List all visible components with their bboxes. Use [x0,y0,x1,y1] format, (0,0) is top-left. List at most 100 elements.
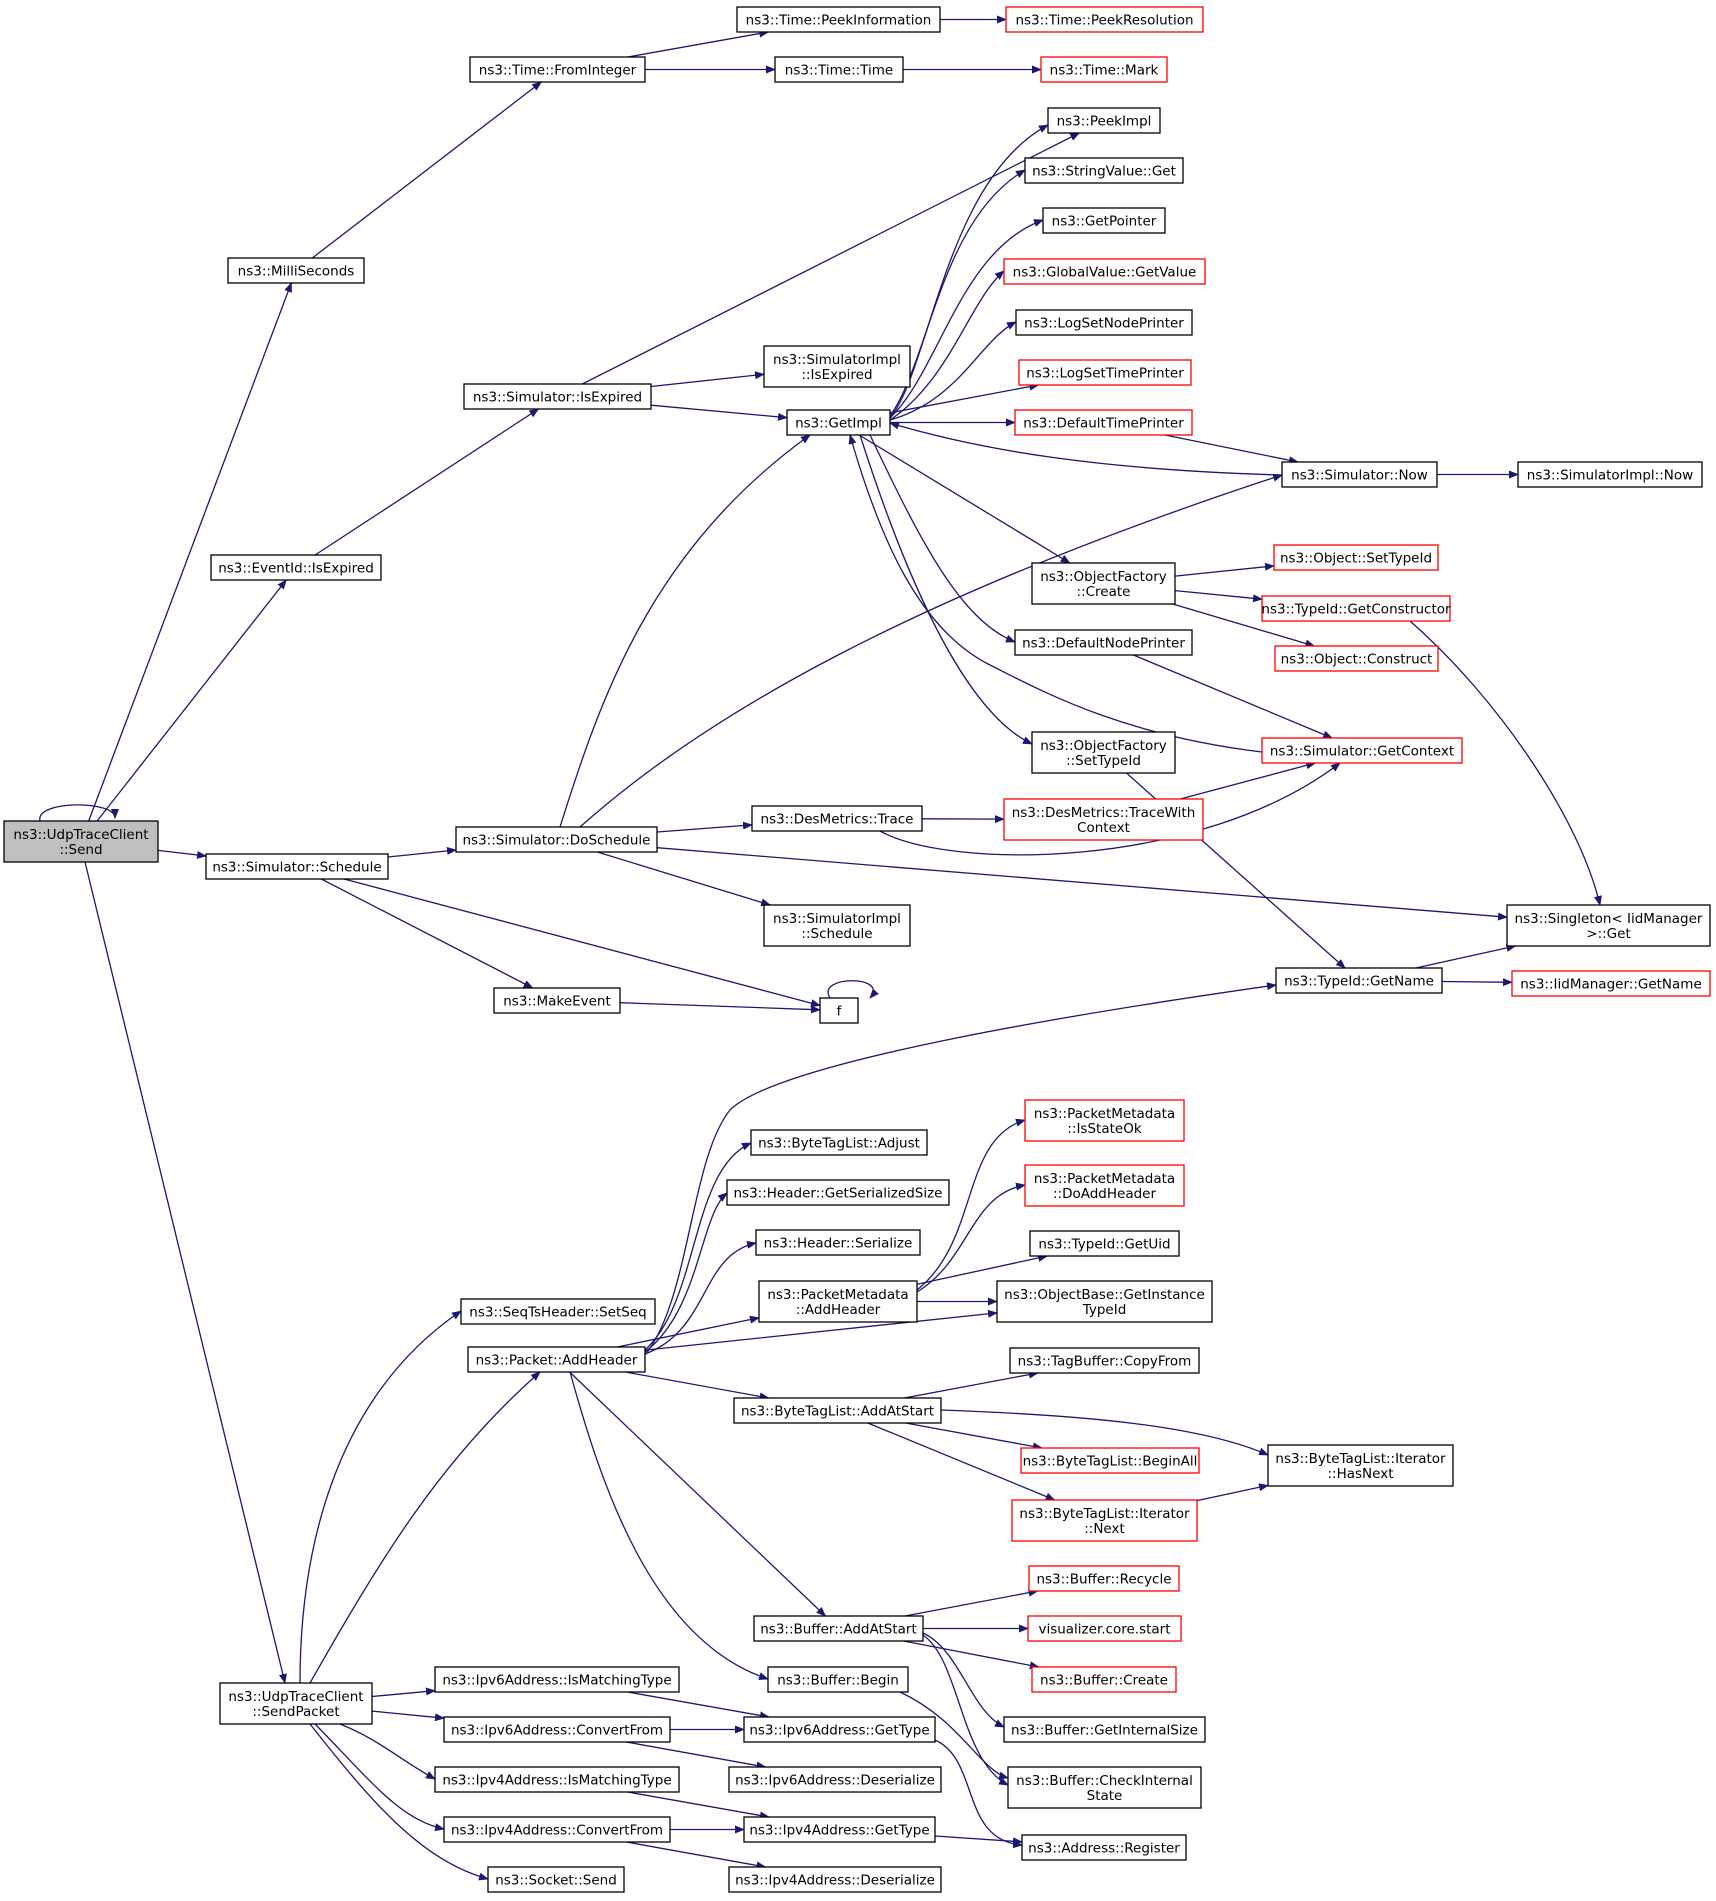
call-edge-getimpl-to-getptr [889,219,1044,419]
node-f[interactable]: f [819,997,859,1024]
node-bufcreate[interactable]: ns3::Buffer::Create [1031,1666,1177,1693]
node-siexp[interactable]: ns3::SimulatorImpl::IsExpired [763,345,911,388]
node-singleton[interactable]: ns3::Singleton< IidManager>::Get [1506,904,1711,947]
node-label: ns3::Socket::Send [495,1873,617,1889]
edge-line [1441,978,1513,987]
node-simexp[interactable]: ns3::Simulator::IsExpired [463,383,652,410]
node-bufrec[interactable]: ns3::Buffer::Recycle [1028,1565,1180,1592]
node-logtime[interactable]: ns3::LogSetTimePrinter [1018,359,1192,386]
node-v6deser[interactable]: ns3::Ipv6Address::Deserialize [728,1766,942,1793]
node-bufbegin[interactable]: ns3::Buffer::Begin [767,1666,909,1693]
node-gvget[interactable]: ns3::GlobalValue::GetValue [1003,258,1206,285]
call-edge-getimpl-to-peekimpl [889,124,1049,419]
node-peekinfo[interactable]: ns3::Time::PeekInformation [736,6,941,33]
node-sisched[interactable]: ns3::SimulatorImpl::Schedule [763,904,911,947]
node-bufaas[interactable]: ns3::Buffer::AddAtStart [753,1615,924,1642]
node-bufint[interactable]: ns3::Buffer::GetInternalSize [1003,1716,1206,1743]
node-label: ::IsExpired [801,367,872,383]
node-milli[interactable]: ns3::MilliSeconds [227,257,365,284]
call-edge-ofcreate-to-getctor [1174,589,1263,603]
node-strget[interactable]: ns3::StringValue::Get [1024,157,1184,184]
node-timetime[interactable]: ns3::Time::Time [774,56,904,83]
node-objcon[interactable]: ns3::Object::Construct [1274,645,1439,672]
node-btadj[interactable]: ns3::ByteTagList::Adjust [750,1129,928,1156]
node-lognode[interactable]: ns3::LogSetNodePrinter [1015,309,1193,336]
node-getctor[interactable]: ns3::TypeId::GetConstructor [1261,595,1451,622]
node-getptr[interactable]: ns3::GetPointer [1042,207,1166,234]
node-pktadd[interactable]: ns3::Packet::AddHeader [467,1346,646,1373]
node-peekres[interactable]: ns3::Time::PeekResolution [1005,6,1204,33]
node-hgss[interactable]: ns3::Header::GetSerializedSize [726,1179,950,1206]
edge-line [922,1632,1005,1728]
node-btaas[interactable]: ns3::ByteTagList::AddAtStart [733,1397,942,1424]
node-tiduid[interactable]: ns3::TypeId::GetUid [1029,1230,1180,1257]
node-send[interactable]: ns3::UdpTraceClient::Send [3,820,159,863]
node-label: ns3::PacketMetadata [1034,1171,1175,1187]
node-btithas[interactable]: ns3::ByteTagList::Iterator::HasNext [1267,1444,1454,1487]
node-btitnext[interactable]: ns3::ByteTagList::Iterator::Next [1011,1499,1198,1542]
node-getimpl[interactable]: ns3::GetImpl [786,409,891,436]
node-v6conv[interactable]: ns3::Ipv6Address::ConvertFrom [443,1716,671,1743]
node-addrreg[interactable]: ns3::Address::Register [1021,1834,1187,1861]
call-edge-deftime-to-simnow [1164,434,1299,465]
node-label: ns3::Buffer::Begin [777,1673,899,1689]
node-v4match[interactable]: ns3::Ipv4Address::IsMatchingType [434,1766,680,1793]
node-v4deser[interactable]: ns3::Ipv4Address::Deserialize [728,1866,942,1893]
node-box [1028,1565,1180,1592]
node-box [1267,1444,1454,1487]
node-mkevent[interactable]: ns3::MakeEvent [493,987,621,1014]
call-edge-getimpl-to-lognode [889,321,1017,421]
node-label: visualizer.core.start [1038,1622,1170,1638]
call-edge-getimpl-to-defnode [869,434,1016,643]
call-edge-pmadd-to-tiduid [916,1254,1049,1285]
node-pmok[interactable]: ns3::PacketMetadata::IsStateOk [1024,1099,1185,1142]
node-peekimpl[interactable]: ns3::PeekImpl [1047,107,1161,134]
call-edge-dosched-to-sisched [597,851,772,907]
node-simctx[interactable]: ns3::Simulator::GetContext [1261,737,1463,764]
edge-line [644,1240,757,1355]
node-viz[interactable]: visualizer.core.start [1027,1615,1182,1642]
node-sockets[interactable]: ns3::Socket::Send [487,1866,625,1893]
node-defnode[interactable]: ns3::DefaultNodePrinter [1014,629,1193,656]
node-dosched[interactable]: ns3::Simulator::DoSchedule [455,826,658,853]
node-v6type[interactable]: ns3::Ipv6Address::GetType [743,1716,936,1743]
node-label: ns3::Time::PeekInformation [746,13,932,29]
node-sinow[interactable]: ns3::SimulatorImpl::Now [1517,461,1703,488]
node-label: ::IsStateOk [1067,1121,1141,1137]
node-objset[interactable]: ns3::Object::SetTypeId [1273,544,1439,571]
node-label: ::SendPacket [252,1704,339,1720]
node-deftime[interactable]: ns3::DefaultTimePrinter [1014,409,1193,436]
node-label: ns3::Time::FromInteger [479,63,637,79]
node-v4conv[interactable]: ns3::Ipv4Address::ConvertFrom [443,1816,671,1843]
edge-line [869,434,1016,643]
node-eid[interactable]: ns3::EventId::IsExpired [210,554,382,581]
node-iidname[interactable]: ns3::IidManager::GetName [1511,970,1711,997]
node-pmadd[interactable]: ns3::PacketMetadata::AddHeader [758,1280,918,1323]
node-box [1003,258,1206,285]
node-v4type[interactable]: ns3::Ipv4Address::GetType [743,1816,936,1843]
node-pmdoadd[interactable]: ns3::PacketMetadata::DoAddHeader [1024,1164,1185,1207]
node-hser[interactable]: ns3::Header::Serialize [755,1229,921,1256]
node-dmtrace[interactable]: ns3::DesMetrics::Trace [751,805,923,832]
node-sendpkt[interactable]: ns3::UdpTraceClient::SendPacket [219,1682,373,1725]
node-tbcopy[interactable]: ns3::TagBuffer::CopyFrom [1009,1347,1200,1374]
edge-line [889,270,1005,421]
node-v6match[interactable]: ns3::Ipv6Address::IsMatchingType [434,1666,680,1693]
node-label: ::HasNext [1327,1466,1393,1482]
node-box [487,1866,625,1893]
call-edge-getimpl-to-ofcreate [858,434,1071,564]
node-ofcreate[interactable]: ns3::ObjectFactory::Create [1031,562,1176,605]
node-btbegin[interactable]: ns3::ByteTagList::BeginAll [1020,1447,1200,1474]
node-seqset[interactable]: ns3::SeqTsHeader::SetSeq [460,1298,656,1325]
node-simnow[interactable]: ns3::Simulator::Now [1281,461,1438,488]
edge-line [889,124,1049,419]
edge-line [371,1710,445,1722]
node-timemark[interactable]: ns3::Time::Mark [1040,56,1168,83]
node-fromint[interactable]: ns3::Time::FromInteger [469,56,646,83]
node-tidname[interactable]: ns3::TypeId::GetName [1275,967,1443,994]
node-ofset[interactable]: ns3::ObjectFactory::SetTypeId [1031,731,1176,774]
node-sched[interactable]: ns3::Simulator::Schedule [205,853,389,880]
